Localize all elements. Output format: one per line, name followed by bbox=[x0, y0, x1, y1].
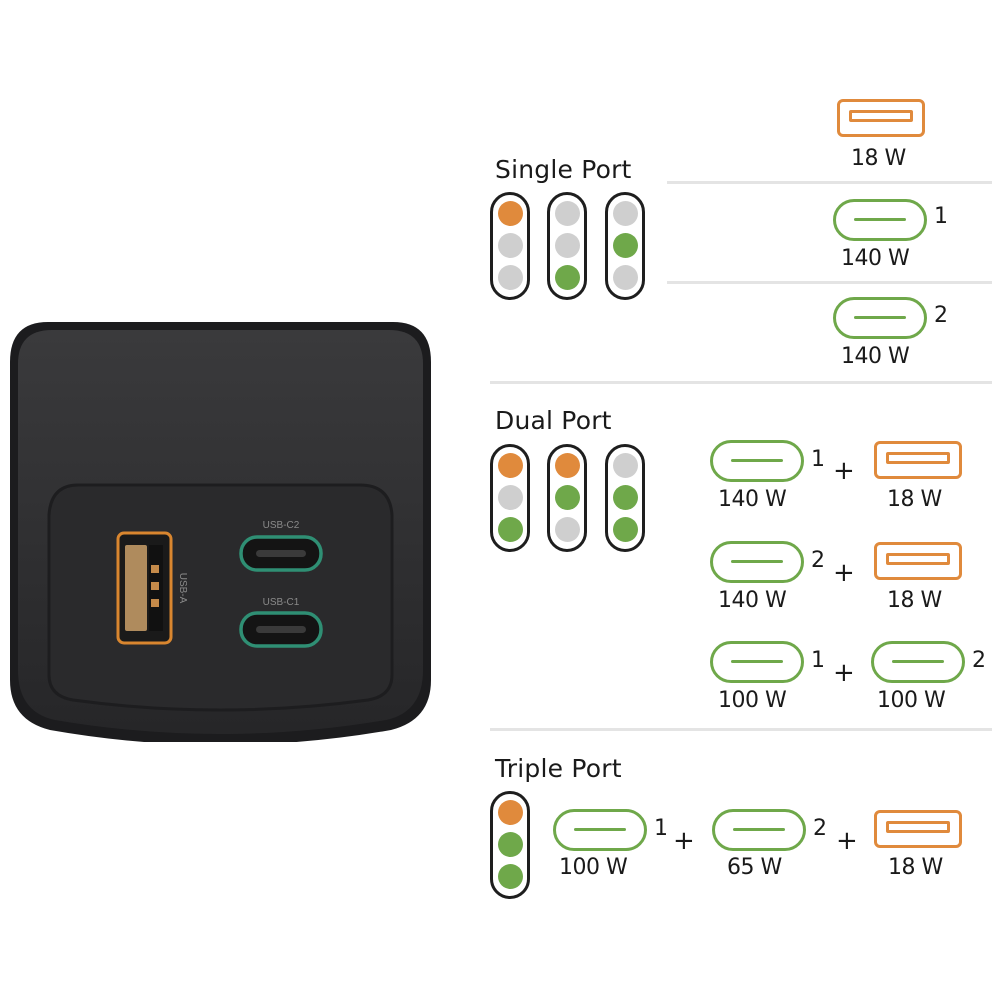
port-number: 2 bbox=[934, 303, 948, 328]
usb-c-port-icon bbox=[710, 440, 804, 482]
indicator-led-off bbox=[613, 265, 638, 290]
dual-port-title: Dual Port bbox=[495, 406, 612, 435]
usb-c-port-icon bbox=[833, 199, 927, 241]
port-number: 1 bbox=[934, 204, 948, 229]
indicator-led-green bbox=[613, 517, 638, 542]
indicator-led-green bbox=[498, 517, 523, 542]
indicator-led-orange bbox=[555, 453, 580, 478]
single-usb-a-watt: 18 W bbox=[851, 146, 906, 171]
indicator-led-green bbox=[613, 485, 638, 510]
usb-c-port-icon bbox=[710, 641, 804, 683]
single-indicator-2 bbox=[547, 192, 587, 300]
indicator-led-orange bbox=[498, 201, 523, 226]
single-port-title: Single Port bbox=[495, 155, 632, 184]
dual-row2-right-watt: 18 W bbox=[887, 588, 942, 613]
port-number: 2 bbox=[811, 548, 825, 573]
indicator-led-green bbox=[555, 485, 580, 510]
device-port-panel bbox=[47, 483, 394, 712]
section-divider bbox=[490, 381, 992, 384]
indicator-led-off bbox=[555, 517, 580, 542]
indicator-led-orange bbox=[498, 800, 523, 825]
indicator-led-off bbox=[613, 201, 638, 226]
dual-row1-right-watt: 18 W bbox=[887, 487, 942, 512]
single-indicator-3 bbox=[605, 192, 645, 300]
port-number: 1 bbox=[654, 816, 668, 841]
usb-c-port-icon bbox=[553, 809, 647, 851]
indicator-led-off bbox=[498, 233, 523, 258]
plus-sign: + bbox=[833, 456, 855, 486]
triple-c2-watt: 65 W bbox=[727, 855, 782, 880]
single-indicator-1 bbox=[490, 192, 530, 300]
usb-c-port-icon bbox=[833, 297, 927, 339]
usb-a-port-icon bbox=[837, 99, 925, 137]
triple-c1-watt: 100 W bbox=[559, 855, 628, 880]
usb-c-port-icon bbox=[712, 809, 806, 851]
dual-row3-right-watt: 100 W bbox=[877, 688, 946, 713]
charger-device: USB-A USB-C2 USB-C1 bbox=[10, 322, 431, 742]
single-usb-c2-watt: 140 W bbox=[841, 344, 910, 369]
usb-a-port-icon bbox=[874, 441, 962, 479]
plus-sign: + bbox=[833, 658, 855, 688]
section-divider bbox=[490, 728, 992, 731]
triple-usb-a-watt: 18 W bbox=[888, 855, 943, 880]
indicator-led-green bbox=[613, 233, 638, 258]
indicator-led-green bbox=[555, 265, 580, 290]
plus-sign: + bbox=[836, 826, 858, 856]
usb-c-port-icon bbox=[710, 541, 804, 583]
usb-a-port-icon bbox=[874, 542, 962, 580]
usb-a-device-label: USB-A bbox=[177, 573, 188, 604]
usb-c2-device-label: USB-C2 bbox=[263, 520, 300, 531]
usb-a-port-icon bbox=[874, 810, 962, 848]
usb-c-port-icon bbox=[871, 641, 965, 683]
dual-row2-left-watt: 140 W bbox=[718, 588, 787, 613]
dual-indicator-3 bbox=[605, 444, 645, 552]
indicator-led-off bbox=[555, 201, 580, 226]
plus-sign: + bbox=[673, 826, 695, 856]
single-row-divider bbox=[667, 281, 992, 284]
indicator-led-off bbox=[555, 233, 580, 258]
port-number: 1 bbox=[811, 648, 825, 673]
indicator-led-off bbox=[498, 265, 523, 290]
dual-row3-left-watt: 100 W bbox=[718, 688, 787, 713]
dual-indicator-2 bbox=[547, 444, 587, 552]
dual-indicator-1 bbox=[490, 444, 530, 552]
indicator-led-green bbox=[498, 864, 523, 889]
indicator-led-green bbox=[498, 832, 523, 857]
triple-port-title: Triple Port bbox=[495, 754, 622, 783]
plus-sign: + bbox=[833, 558, 855, 588]
dual-row1-left-watt: 140 W bbox=[718, 487, 787, 512]
indicator-led-off bbox=[613, 453, 638, 478]
single-row-divider bbox=[667, 181, 992, 184]
single-usb-c1-watt: 140 W bbox=[841, 246, 910, 271]
port-number: 2 bbox=[813, 816, 827, 841]
port-number: 1 bbox=[811, 447, 825, 472]
indicator-led-orange bbox=[498, 453, 523, 478]
indicator-led-off bbox=[498, 485, 523, 510]
triple-indicator bbox=[490, 791, 530, 899]
usb-c1-device-label: USB-C1 bbox=[263, 597, 300, 608]
port-number: 2 bbox=[972, 648, 986, 673]
